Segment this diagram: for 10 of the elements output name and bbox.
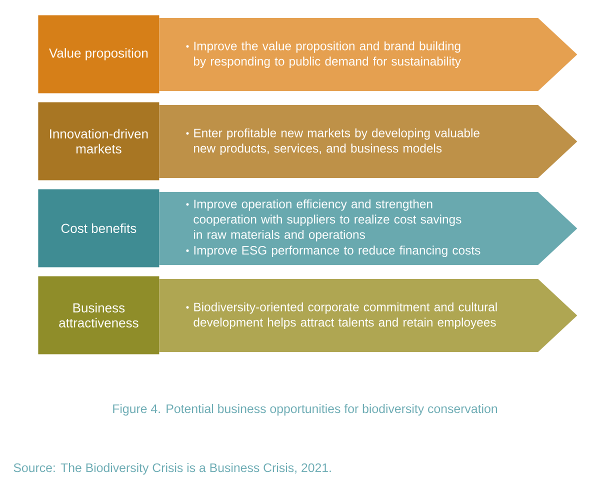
category-box: Business attractiveness [38, 276, 160, 354]
figure-caption: Figure 4. Potential business opportunities for biodiversity conservation [113, 404, 498, 416]
arrow-banner: Improve the value proposition and brand building by responding to public demand for sustainability [159, 18, 578, 91]
arrow-banner: Enter profitable new markets by developing valuable new products, services, and business models [159, 105, 578, 178]
category-box: Value proposition [38, 15, 160, 94]
category-box: Innovation-driven markets [38, 102, 160, 180]
arrow-banner: Improve operation efficiency and strengthen cooperation with suppliers to realize cost savings in raw materials and operations Improve ESG performance to reduce financing costs [159, 192, 578, 265]
category-box: Cost benefits [38, 189, 160, 268]
source-note: Source: The Biodiversity Crisis is a Business Crisis, 2021. [14, 463, 331, 475]
arrow-banner: Biodiversity-oriented corporate commitment and cultural development helps attract talents and retain employees [159, 279, 578, 352]
